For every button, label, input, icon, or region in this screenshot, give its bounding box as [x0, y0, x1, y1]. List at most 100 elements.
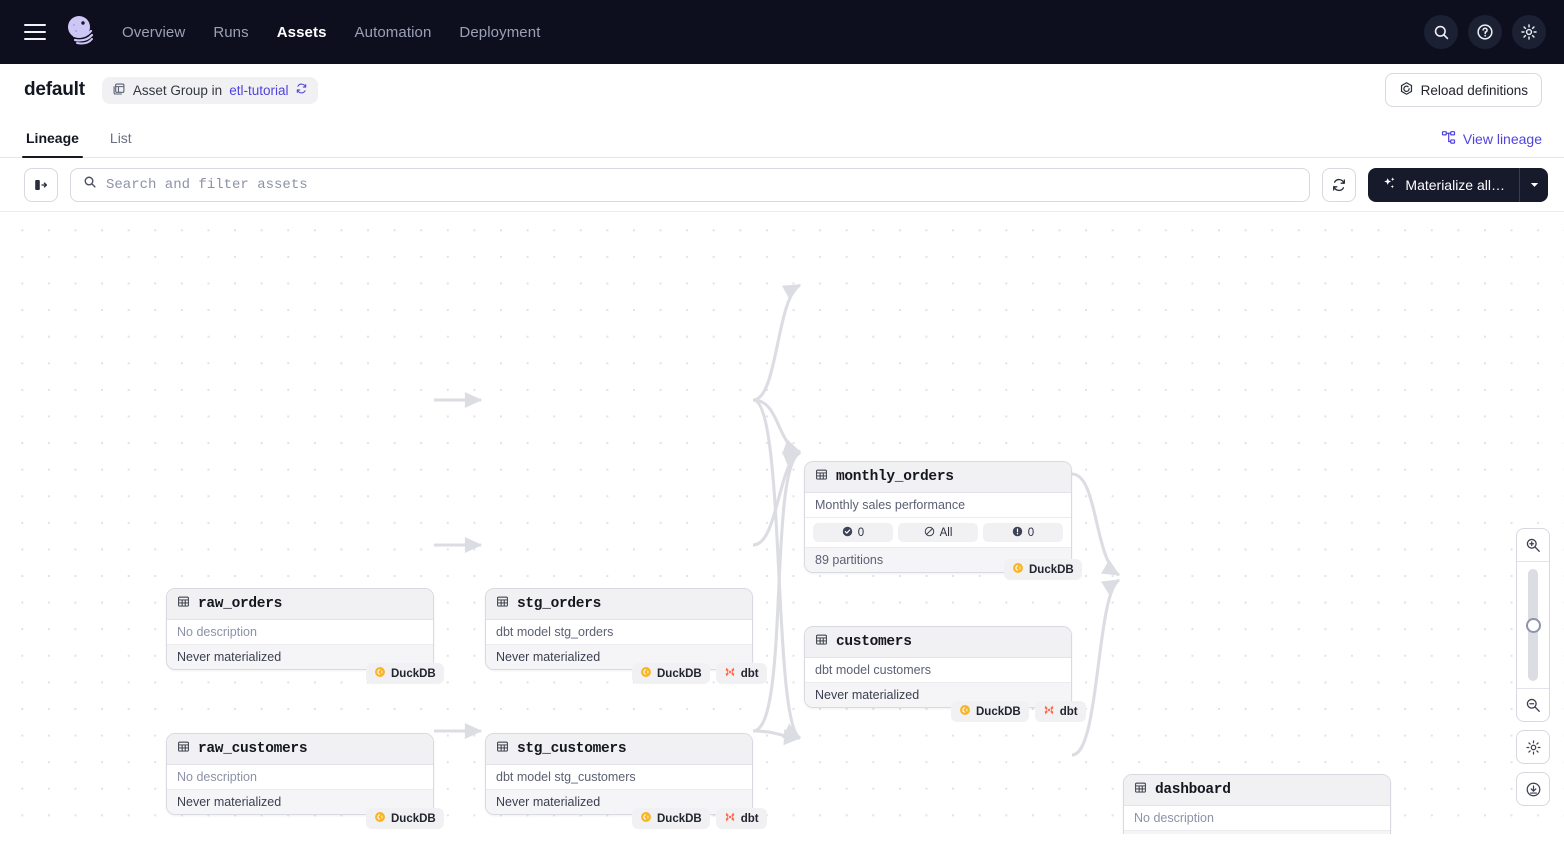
reload-definitions-button[interactable]: Reload definitions: [1384, 73, 1542, 107]
search-field-wrapper[interactable]: [70, 167, 1311, 202]
nav-item-assets[interactable]: Assets: [276, 23, 327, 41]
duckdb-icon: [374, 666, 386, 681]
zoom-slider-knob[interactable]: [1525, 618, 1541, 633]
zoom-divider-bottom: [1517, 688, 1549, 689]
asset-tag[interactable]: DuckDB: [951, 701, 1029, 722]
asset-group-link[interactable]: etl-tutorial: [229, 82, 289, 98]
materialize-all-button[interactable]: Materialize all…: [1368, 167, 1548, 202]
asset-node-name: customers: [836, 634, 912, 650]
partition-chip[interactable]: 0: [983, 523, 1063, 542]
download-graph-button[interactable]: [1516, 772, 1550, 806]
view-lineage-label: View lineage: [1462, 131, 1542, 147]
asset-tag[interactable]: dbt: [1034, 701, 1086, 722]
hamburger-icon[interactable]: [24, 24, 46, 40]
duckdb-icon: [959, 704, 971, 719]
zoom-slider-group: [1516, 528, 1550, 722]
asset-node-header: dashboard: [1124, 775, 1390, 806]
asset-node-name: stg_orders: [517, 596, 602, 612]
asset-tag-label: dbt: [740, 812, 759, 825]
table-icon: [496, 740, 509, 758]
panel-expand-icon[interactable]: [24, 167, 58, 202]
duckdb-icon: [640, 811, 652, 826]
table-icon: [1134, 781, 1147, 799]
main-nav-items: Overview Runs Assets Automation Deployme…: [122, 24, 540, 41]
reload-icon: [1399, 81, 1414, 99]
asset-tag[interactable]: DuckDB: [366, 808, 444, 829]
asset-tag-label: DuckDB: [657, 667, 702, 680]
nav-item-automation[interactable]: Automation: [354, 23, 432, 41]
asset-tag[interactable]: DuckDB: [632, 663, 710, 684]
reload-definitions-label: Reload definitions: [1420, 82, 1528, 98]
graph-settings-button[interactable]: [1516, 730, 1550, 764]
asset-tag[interactable]: DuckDB: [1004, 559, 1082, 580]
view-lineage-link[interactable]: View lineage: [1441, 130, 1542, 148]
asset-tag[interactable]: dbt: [715, 663, 767, 684]
nav-item-deployment[interactable]: Deployment: [459, 23, 541, 41]
duckdb-icon: [640, 666, 652, 681]
asset-node-description: dbt model customers: [805, 658, 1071, 683]
zoom-out-icon[interactable]: [1517, 689, 1549, 721]
check-circle-icon: [842, 526, 853, 540]
zoom-controls: [1516, 528, 1550, 806]
slash-circle-icon: [924, 526, 935, 540]
asset-group-badge-text: Asset Group in: [132, 82, 223, 98]
search-icon[interactable]: [1424, 15, 1458, 49]
search-icon: [83, 175, 97, 194]
refresh-icon[interactable]: [295, 82, 308, 98]
partition-chip[interactable]: 0: [813, 523, 893, 542]
lineage-icon: [1441, 130, 1456, 148]
table-icon: [496, 595, 509, 613]
asset-node-description: No description: [1124, 806, 1390, 831]
asset-group-icon: [112, 82, 126, 99]
asset-node-tags: DuckDB: [366, 808, 444, 829]
partition-chip[interactable]: All: [898, 523, 978, 542]
zoom-slider[interactable]: [1517, 562, 1549, 688]
dbt-icon: [1043, 704, 1055, 719]
table-icon: [815, 633, 828, 651]
materialize-all-label: Materialize all…: [1405, 176, 1505, 193]
zoom-divider-top: [1517, 561, 1549, 562]
top-navigation-bar: Overview Runs Assets Automation Deployme…: [0, 0, 1564, 64]
zoom-in-icon[interactable]: [1517, 529, 1549, 561]
chevron-down-icon[interactable]: [1520, 168, 1548, 202]
graph-toolbar: Materialize all…: [0, 158, 1564, 212]
refresh-graph-button[interactable]: [1322, 167, 1357, 202]
gear-icon[interactable]: [1512, 15, 1546, 49]
table-icon: [815, 468, 828, 486]
sparkle-icon: [1382, 176, 1397, 194]
materialize-all-label-wrap[interactable]: Materialize all…: [1368, 168, 1519, 202]
nav-item-overview[interactable]: Overview: [122, 23, 186, 41]
asset-node-description: dbt model stg_orders: [486, 620, 752, 645]
partition-chip-label: All: [939, 526, 953, 539]
asset-node-header: stg_orders: [486, 589, 752, 620]
asset-tag[interactable]: DuckDB: [632, 808, 710, 829]
asset-node-description: No description: [167, 620, 433, 645]
tab-bar: Lineage List View lineage: [0, 116, 1564, 158]
nav-item-runs[interactable]: Runs: [213, 23, 249, 41]
search-input[interactable]: [106, 176, 1298, 193]
dagster-logo[interactable]: [60, 12, 100, 52]
asset-tag-label: DuckDB: [657, 812, 702, 825]
asset-node-header: stg_customers: [486, 734, 752, 765]
asset-node-materialization: Never materialized: [167, 645, 433, 669]
tab-lineage[interactable]: Lineage: [22, 130, 83, 158]
asset-tag[interactable]: dbt: [715, 808, 767, 829]
page-title: default: [24, 79, 85, 100]
tab-list[interactable]: List: [109, 130, 132, 146]
asset-tag-label: dbt: [1059, 705, 1078, 718]
asset-node-header: customers: [805, 627, 1071, 658]
asset-node-description: Monthly sales performance: [805, 493, 1071, 518]
asset-node-header: monthly_orders: [805, 462, 1071, 493]
help-icon[interactable]: [1468, 15, 1502, 49]
asset-group-badge[interactable]: Asset Group in etl-tutorial: [101, 76, 319, 104]
asset-tag[interactable]: DuckDB: [366, 663, 444, 684]
dbt-icon: [724, 666, 736, 681]
